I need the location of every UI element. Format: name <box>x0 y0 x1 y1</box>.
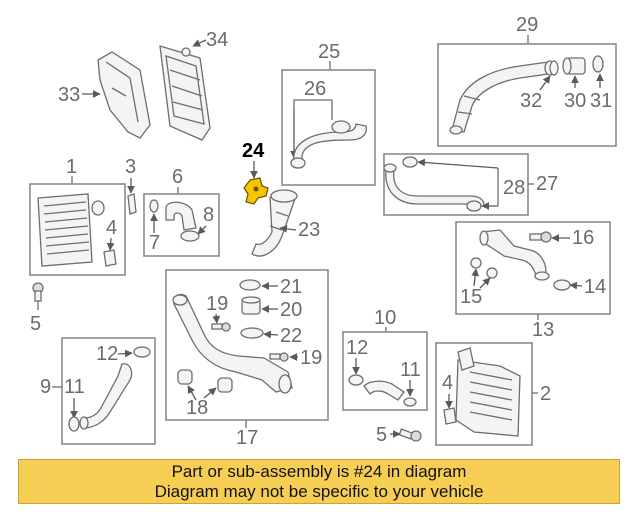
part-9-hose <box>79 346 151 430</box>
callout-21: 21 <box>280 276 302 298</box>
banner-line-1: Part or sub-assembly is #24 in diagram <box>171 462 467 481</box>
callout-17: 17 <box>236 427 258 449</box>
part-13-pipe <box>479 229 550 281</box>
callout-8: 8 <box>203 204 214 226</box>
callout-2: 2 <box>540 383 551 405</box>
part-1-intercooler <box>37 193 105 267</box>
callout-11-left: 11 <box>64 376 85 398</box>
box-25 <box>281 69 376 186</box>
part-12-clamp-right <box>348 374 364 386</box>
callout-23: 23 <box>298 219 320 241</box>
part-19-bolt-left <box>211 322 231 332</box>
callout-7: 7 <box>149 232 160 254</box>
callout-4-right: 4 <box>442 372 453 394</box>
box-6 <box>143 193 220 257</box>
callout-29: 29 <box>516 14 538 36</box>
callout-25: 25 <box>318 41 340 63</box>
box-1 <box>29 183 126 276</box>
callout-11-right: 11 <box>400 359 421 381</box>
part-5-bolt-left <box>32 282 44 302</box>
callout-26-bracket <box>293 99 333 120</box>
callout-33: 33 <box>58 84 80 106</box>
parts-diagram: 33 34 25 26 29 32 30 31 <box>29 14 617 449</box>
callout-32: 32 <box>520 90 542 112</box>
part-17-pipe <box>172 293 293 394</box>
part-15-grommets <box>470 257 498 279</box>
part-6-hose <box>149 199 200 242</box>
callout-15: 15 <box>460 286 482 308</box>
callout-13: 13 <box>532 319 554 341</box>
callout-5-right: 5 <box>376 424 387 446</box>
part-22-clamp <box>240 327 264 339</box>
callout-14: 14 <box>584 276 606 298</box>
callout-16: 16 <box>572 227 594 249</box>
callout-10: 10 <box>374 307 396 329</box>
part-3-clip <box>127 193 137 215</box>
box-9 <box>61 337 156 445</box>
part-23-intake-pipe <box>251 189 298 257</box>
callout-22: 22 <box>280 325 302 347</box>
banner-line-2: Diagram may not be specific to your vehi… <box>154 482 484 501</box>
callout-19-left: 19 <box>206 293 228 315</box>
callout-31: 31 <box>590 90 612 112</box>
part-30-coupler <box>562 57 586 75</box>
callout-34-arrow <box>192 39 207 47</box>
callout-28: 28 <box>503 177 525 199</box>
box-13 <box>455 221 611 315</box>
callout-30: 30 <box>564 90 586 112</box>
part-14-clamp <box>553 279 571 291</box>
part-11-clamp-left <box>68 416 80 432</box>
part-5-bolt-right <box>398 428 422 442</box>
part-18-mounts <box>177 369 233 393</box>
callout-12-right: 12 <box>346 337 368 359</box>
callout-9: 9 <box>40 376 51 398</box>
box-29 <box>437 43 617 147</box>
callout-34: 34 <box>206 29 228 51</box>
box-2 <box>435 342 533 446</box>
callout-26: 26 <box>304 78 326 100</box>
callout-18: 18 <box>186 397 208 419</box>
callout-24: 24 <box>242 140 265 162</box>
box-17 <box>165 269 329 421</box>
part-34-radiator-shroud <box>159 45 211 141</box>
part-33-air-duct <box>97 51 151 139</box>
callout-3: 3 <box>125 156 136 178</box>
part-31-clamp <box>592 55 604 73</box>
part-4-clip-left <box>103 249 117 267</box>
part-24-bracket-highlighted <box>243 177 269 205</box>
part-4-clip-right <box>443 407 457 425</box>
callout-6: 6 <box>172 166 183 188</box>
part-28-hose <box>383 156 485 212</box>
info-banner: Part or sub-assembly is #24 in diagram D… <box>18 459 620 504</box>
part-21-clamp <box>239 279 261 291</box>
callout-19-right: 19 <box>300 347 322 369</box>
callout-4-left: 4 <box>106 217 117 239</box>
part-26-hose <box>290 120 368 169</box>
box-10 <box>342 331 428 411</box>
callout-5-left: 5 <box>30 313 41 335</box>
callout-20: 20 <box>280 299 302 321</box>
part-16-bolt <box>529 231 552 243</box>
part-10-hose <box>363 380 405 401</box>
part-11-clamp-right <box>403 397 417 407</box>
callout-12-left: 12 <box>96 343 118 365</box>
callout-1: 1 <box>66 156 77 178</box>
part-20-sleeve <box>241 296 261 315</box>
callout-27: 27 <box>536 173 558 195</box>
part-2-intercooler <box>455 347 521 437</box>
part-19-bolt-right <box>269 352 289 362</box>
part-32-clamp <box>549 60 559 76</box>
